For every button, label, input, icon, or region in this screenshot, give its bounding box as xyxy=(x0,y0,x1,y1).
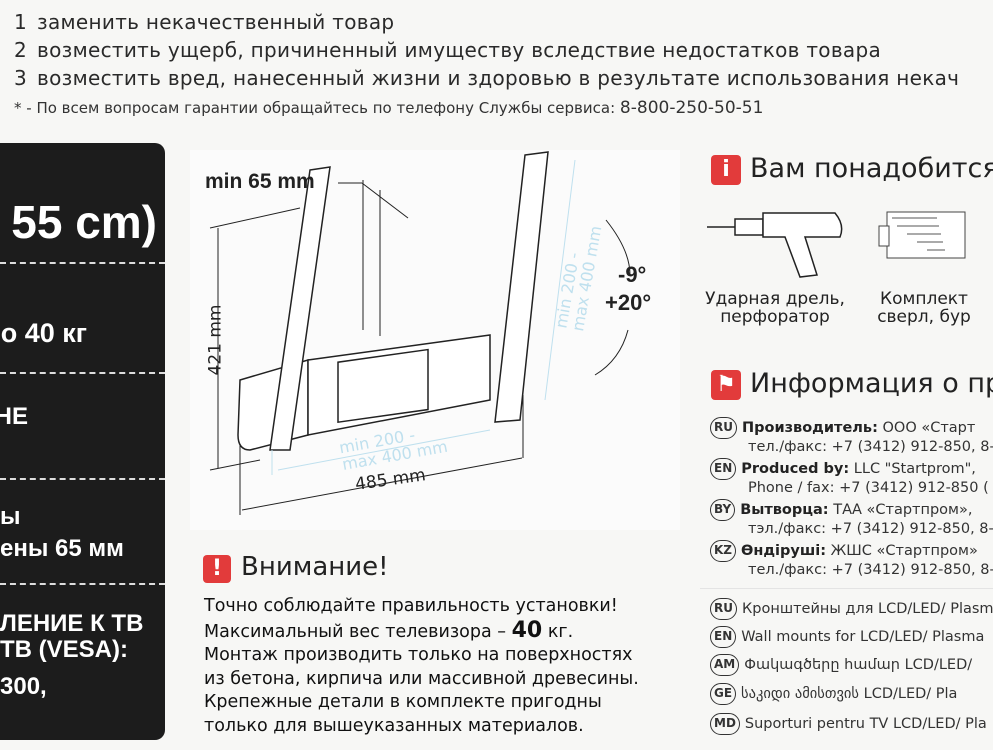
tilt-down-label: -9° xyxy=(618,262,647,287)
wall-distance-1: ы xyxy=(0,503,21,530)
height-label: 421 mm xyxy=(205,304,226,376)
divider xyxy=(0,583,165,585)
warning-title: Внимание! xyxy=(241,552,389,582)
min-distance-label: min 65 mm xyxy=(205,170,315,193)
mount-type: НЕ xyxy=(0,403,28,430)
info-icon: i xyxy=(711,155,741,185)
left-arm xyxy=(269,166,331,451)
flag-icon: ⚑ xyxy=(711,370,741,400)
info-title: Информация о пр xyxy=(750,368,993,399)
divider xyxy=(0,372,165,374)
vesa-1: ЛЕНИЕ К ТВ xyxy=(0,610,144,637)
bracket-drawing xyxy=(209,151,631,515)
drill-icon xyxy=(707,212,843,278)
divider xyxy=(0,262,165,264)
tool-label: Ударная дрель,перфоратор xyxy=(705,289,845,327)
drill-bit-set-icon xyxy=(878,211,966,259)
center-plate xyxy=(337,348,429,424)
warning-text: Точно соблюдайте правильность установки!… xyxy=(204,596,639,736)
right-arm xyxy=(494,151,549,423)
screen-size: 55 cm) xyxy=(11,196,157,248)
mount-diagram: min 65 mm 421 mm 485 mm min 200 -max 400… xyxy=(190,150,680,530)
divider xyxy=(0,478,165,480)
warning-icon: ! xyxy=(203,555,231,583)
service-phone: 8-800-250-50-51 xyxy=(619,98,764,118)
specs-panel: 55 cm) о 40 кг НЕ ы ены 65 мм ЛЕНИЕ К ТВ… xyxy=(0,143,165,740)
wall-distance-2: ены 65 мм xyxy=(0,535,124,562)
vesa-2: ТВ (VESA): xyxy=(0,636,128,663)
service-note: * - По всем вопросам гарантии обращайтес… xyxy=(14,98,764,118)
max-weight: о 40 кг xyxy=(0,318,87,348)
tilt-up-label: +20° xyxy=(605,290,652,315)
vesa-3: 300, xyxy=(0,673,47,700)
divider xyxy=(700,588,993,589)
tools-title: Вам понадобится xyxy=(750,153,993,184)
